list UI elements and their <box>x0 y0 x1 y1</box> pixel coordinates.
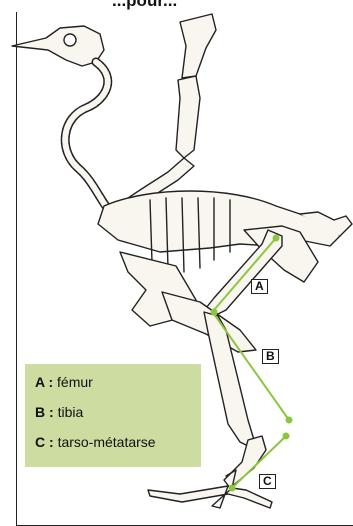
callout-a: A <box>251 279 268 294</box>
legend-text: tibia <box>58 404 84 420</box>
legend-item-tibia: B : tibia <box>35 404 83 420</box>
wing-tip-shape <box>180 14 216 78</box>
neck-spine-shape <box>65 62 110 212</box>
eye-socket-shape <box>64 34 76 46</box>
measure-line-a <box>214 238 276 310</box>
wing-bone-shape <box>176 76 200 158</box>
legend-text: tarso-métatarse <box>58 434 156 450</box>
legend-key: C : <box>35 434 54 450</box>
callout-b: B <box>262 349 279 364</box>
legend-key: B : <box>35 404 54 420</box>
legend-item-tarsometatarse: C : tarso-métatarse <box>35 434 156 450</box>
legend-key: A : <box>35 374 53 390</box>
legend-item-femur: A : fémur <box>35 374 93 390</box>
callout-c: C <box>259 474 276 489</box>
legend-text: fémur <box>57 374 93 390</box>
toes-shape <box>148 486 272 508</box>
skull-shape <box>12 26 104 66</box>
legend-box: A : fémur B : tibia C : tarso-métatarse <box>25 364 201 467</box>
